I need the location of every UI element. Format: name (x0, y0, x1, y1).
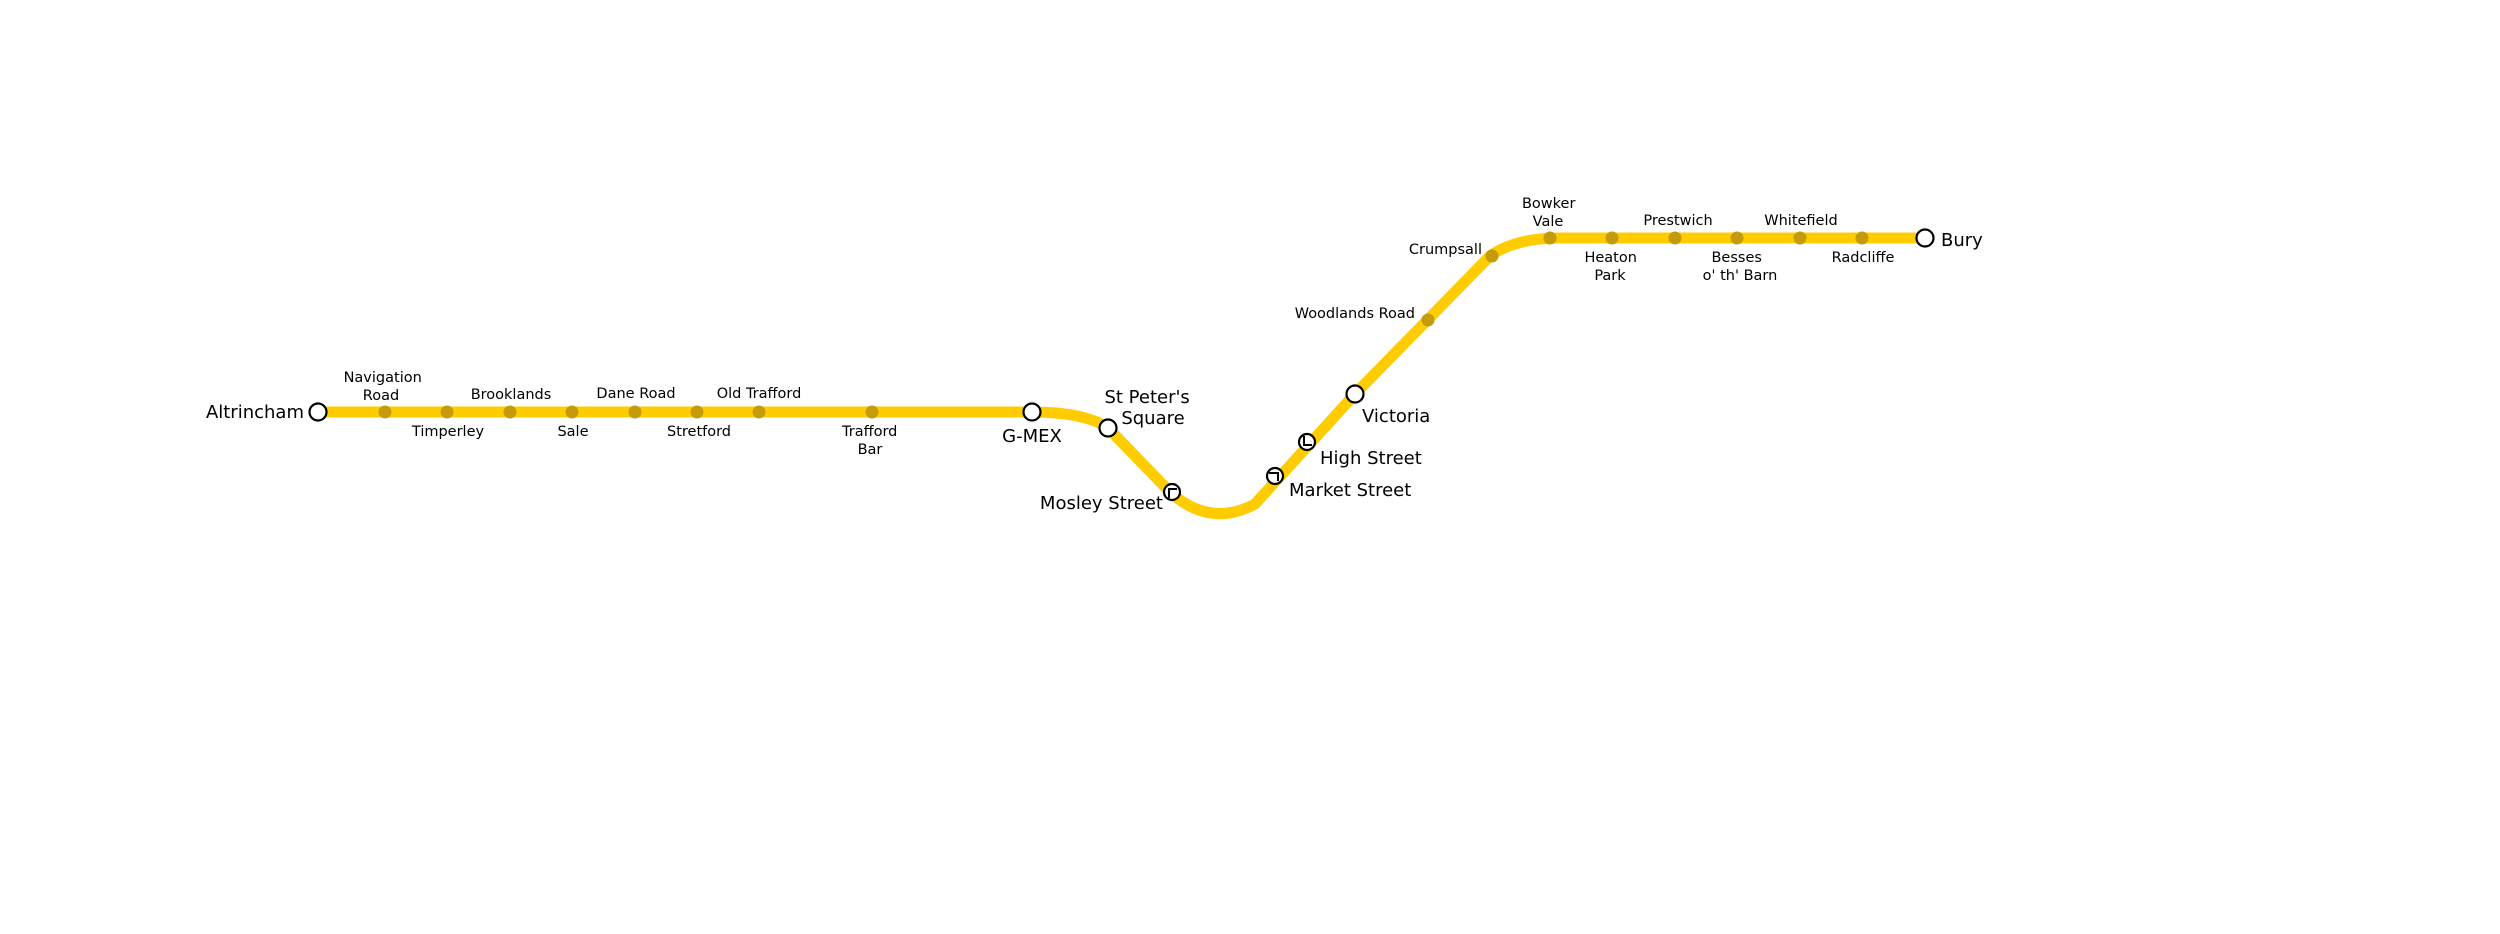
stop-old-trafford[interactable] (752, 405, 766, 419)
corner-arrow-icon (1168, 488, 1177, 498)
label-bury: Bury (1941, 230, 1983, 251)
label-timperley: Timperley (411, 424, 485, 440)
label-crumpsall: Crumpsall (1409, 242, 1482, 258)
label-mosley-street: Mosley Street (1040, 493, 1163, 514)
stop-sale[interactable] (565, 405, 579, 419)
route-line (312, 232, 1931, 520)
stop-stretford[interactable] (690, 405, 704, 419)
station-altrincham[interactable] (308, 402, 328, 422)
stop-navigation-road[interactable] (378, 405, 392, 419)
label-dane-road: Dane Road (596, 386, 675, 402)
label-sale: Sale (557, 424, 588, 440)
stop-brooklands[interactable] (503, 405, 517, 419)
label-heaton-park: Heaton Park (1584, 250, 1641, 284)
label-whitefield: Whitefield (1764, 213, 1837, 229)
label-besses-o-th-barn: Besses o' th' Barn (1703, 250, 1778, 284)
label-gmex: G-MEX (1002, 426, 1062, 447)
label-brooklands: Brooklands (471, 387, 552, 403)
station-labels: Altrincham Navigation Road Timperley Bro… (206, 196, 1983, 514)
stop-radcliffe[interactable] (1855, 231, 1869, 245)
label-st-peters-square: St Peter's Square (1104, 387, 1195, 429)
label-altrincham: Altrincham (206, 402, 304, 423)
stop-trafford-bar[interactable] (865, 405, 879, 419)
label-woodlands-road: Woodlands Road (1295, 306, 1415, 322)
stop-dane-road[interactable] (628, 405, 642, 419)
label-stretford: Stretford (667, 424, 731, 440)
label-trafford-bar: Trafford Bar (841, 424, 902, 458)
corner-arrow-icon (1269, 472, 1279, 481)
station-market-street[interactable] (1265, 466, 1285, 486)
station-gmex[interactable] (1022, 402, 1042, 422)
label-old-trafford: Old Trafford (717, 386, 802, 402)
station-victoria[interactable] (1345, 384, 1365, 404)
stop-prestwich[interactable] (1668, 231, 1682, 245)
major-stations (308, 228, 1935, 438)
stop-heaton-park[interactable] (1605, 231, 1619, 245)
station-mosley-street[interactable] (1162, 482, 1182, 502)
stop-timperley[interactable] (440, 405, 454, 419)
label-prestwich: Prestwich (1643, 213, 1712, 229)
station-bury[interactable] (1915, 228, 1935, 248)
label-market-street: Market Street (1289, 480, 1411, 501)
stop-crumpsall[interactable] (1485, 249, 1499, 263)
label-high-street: High Street (1320, 448, 1422, 469)
station-st-peters-square[interactable] (1098, 418, 1118, 438)
stop-besses-o-th-barn[interactable] (1730, 231, 1744, 245)
intermediate-stops (378, 231, 1869, 419)
station-high-street[interactable] (1297, 432, 1317, 452)
label-navigation-road: Navigation Road (344, 370, 427, 404)
label-victoria: Victoria (1362, 406, 1430, 427)
label-radcliffe: Radcliffe (1832, 250, 1895, 266)
stop-woodlands-road[interactable] (1421, 313, 1435, 327)
label-bowker-vale: Bowker Vale (1522, 196, 1580, 230)
stop-bowker-vale[interactable] (1543, 231, 1557, 245)
corner-arrow-icon (1303, 436, 1312, 446)
stop-whitefield[interactable] (1793, 231, 1807, 245)
